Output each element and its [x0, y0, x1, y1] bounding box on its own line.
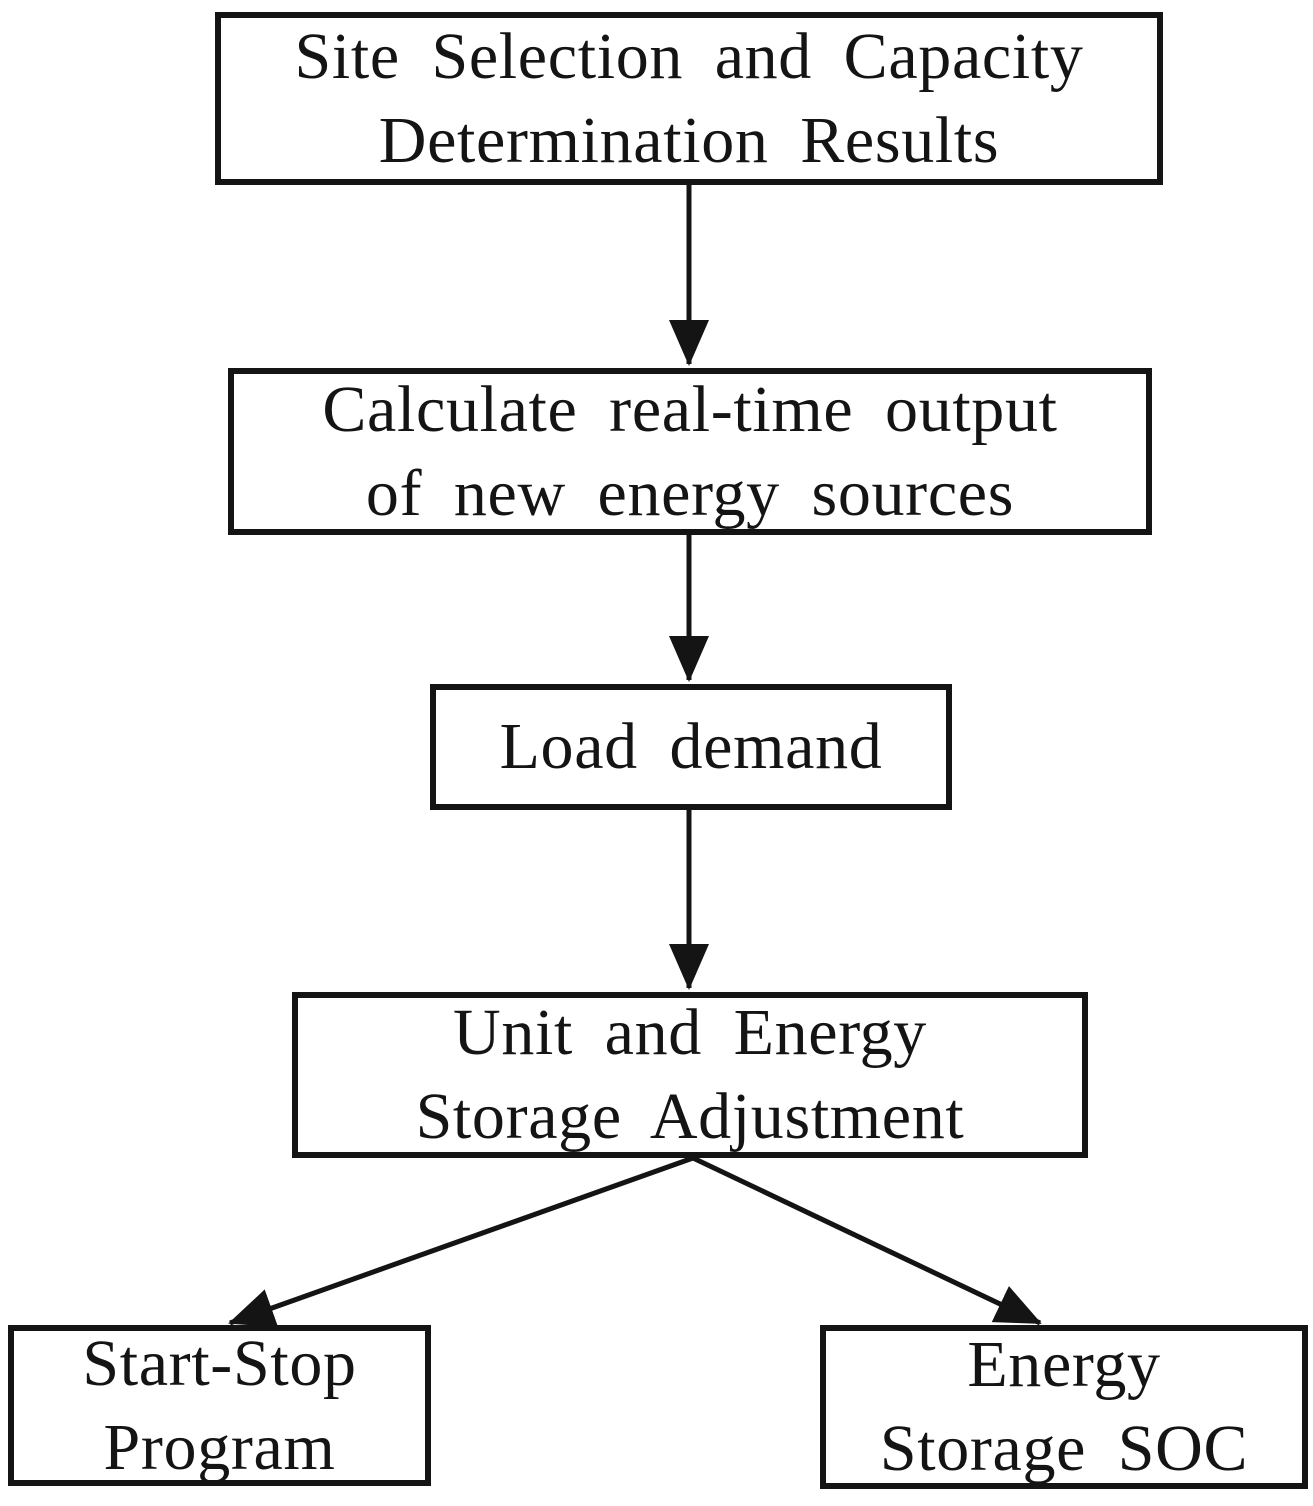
node-energy-soc-label: Energy Storage SOC — [879, 1328, 1249, 1485]
node-load-demand-label: Load demand — [499, 710, 883, 783]
node-load-demand: Load demand — [430, 684, 952, 810]
node-energy-soc: Energy Storage SOC — [820, 1325, 1308, 1489]
node-site-selection: Site Selection and Capacity Determinatio… — [215, 12, 1163, 185]
node-site-selection-label: Site Selection and Capacity Determinatio… — [294, 19, 1084, 177]
edge-adjust-to-soc — [691, 1155, 1042, 1326]
node-start-stop: Start-Stop Program — [8, 1325, 431, 1486]
node-start-stop-label: Start-Stop Program — [82, 1326, 357, 1484]
edge-adjust-to-startstop — [228, 1155, 694, 1328]
node-calculate-output-label: Calculate real-time output of new energy… — [322, 372, 1058, 530]
node-unit-adjustment: Unit and Energy Storage Adjustment — [292, 992, 1088, 1158]
node-unit-adjustment-label: Unit and Energy Storage Adjustment — [415, 996, 965, 1153]
node-calculate-output: Calculate real-time output of new energy… — [228, 368, 1152, 535]
